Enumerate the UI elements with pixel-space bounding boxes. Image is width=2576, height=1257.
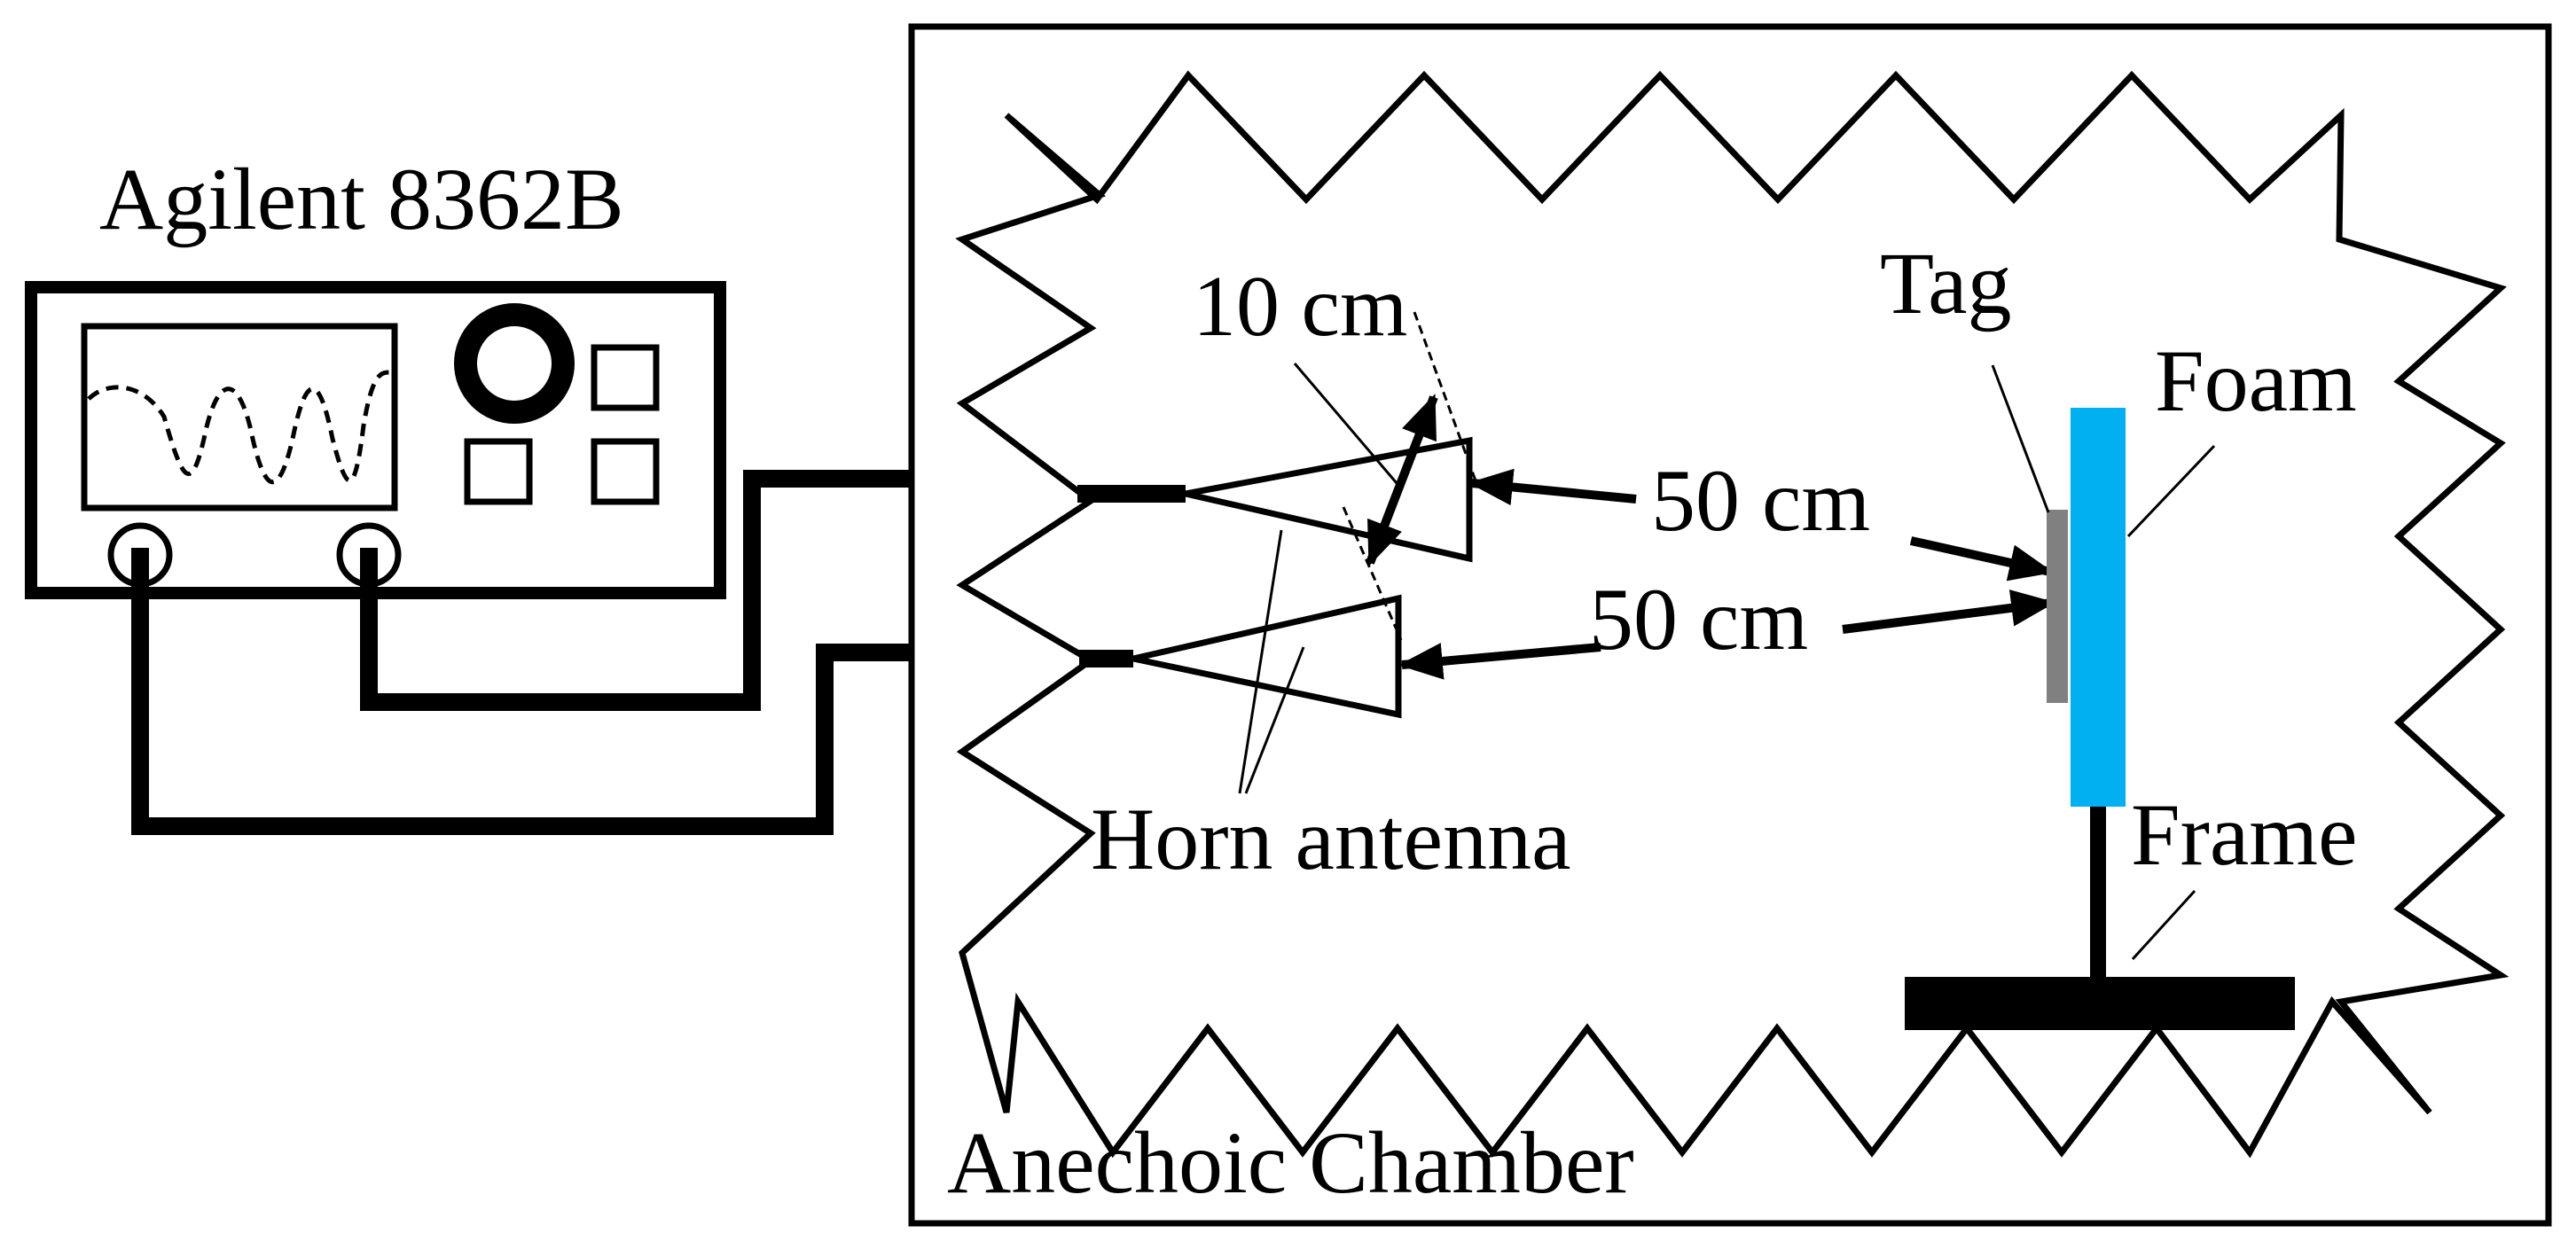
anechoic-chamber: Anechoic Chamber [908, 23, 2552, 1227]
frame-base [1905, 977, 2295, 1030]
lower-horn-antenna [1132, 594, 1402, 719]
foam-leader [2126, 444, 2216, 538]
analyzer-waveform [87, 370, 391, 484]
distance-arrow-lower-right [1842, 589, 2056, 634]
horn-label-leader-lower [1244, 646, 1305, 794]
horn-label-leader-upper [1238, 529, 1283, 794]
tag-leader [1991, 364, 2050, 513]
analyzer-button-3 [591, 438, 660, 505]
cables [131, 470, 912, 835]
horn-spacing-label: 10 cm [1193, 259, 1407, 355]
tag-label: Tag [1880, 234, 2012, 332]
cable-port2-to-upper-horn [360, 470, 912, 711]
foam [2071, 408, 2126, 807]
distance-arrow-upper-left [1468, 468, 1637, 506]
horn-spacing-leader [1293, 363, 1398, 484]
horn-spacing-guide-2 [1342, 506, 1403, 641]
upper-horn-antenna [1185, 436, 1473, 563]
horn-spacing-arrow [1366, 394, 1438, 566]
network-analyzer: Agilent 8362B [25, 150, 726, 599]
instrument-label: Agilent 8362B [99, 150, 624, 248]
chamber-absorber-zigzag [955, 70, 2509, 1159]
analyzer-knob [454, 303, 575, 424]
distance-label-upper: 50 cm [1651, 451, 1870, 550]
tag [2047, 510, 2068, 703]
horn-antennas: 10 cm Horn antenna [1077, 259, 1570, 888]
distance-arrow-lower-left [1398, 643, 1601, 680]
frame-leader [2131, 889, 2196, 961]
distance-arrow-upper-right [1909, 536, 2055, 582]
tag-mount: Tag Foam Frame [1880, 234, 2357, 1030]
frame-label: Frame [2131, 785, 2357, 884]
chamber-label: Anechoic Chamber [947, 1113, 1634, 1212]
horn-spacing-guide-1 [1413, 311, 1478, 484]
analyzer-screen [81, 323, 398, 511]
cable-port1-to-lower-horn [131, 548, 912, 835]
analyzer-button-2 [464, 438, 533, 505]
chamber-outline [908, 23, 2552, 1227]
analyzer-button-1 [591, 344, 660, 411]
horn-antenna-label: Horn antenna [1091, 790, 1570, 888]
distance-label-lower: 50 cm [1589, 570, 1808, 668]
distance-annotations: 50 cm 50 cm [1398, 451, 2056, 680]
foam-label: Foam [2155, 332, 2357, 430]
